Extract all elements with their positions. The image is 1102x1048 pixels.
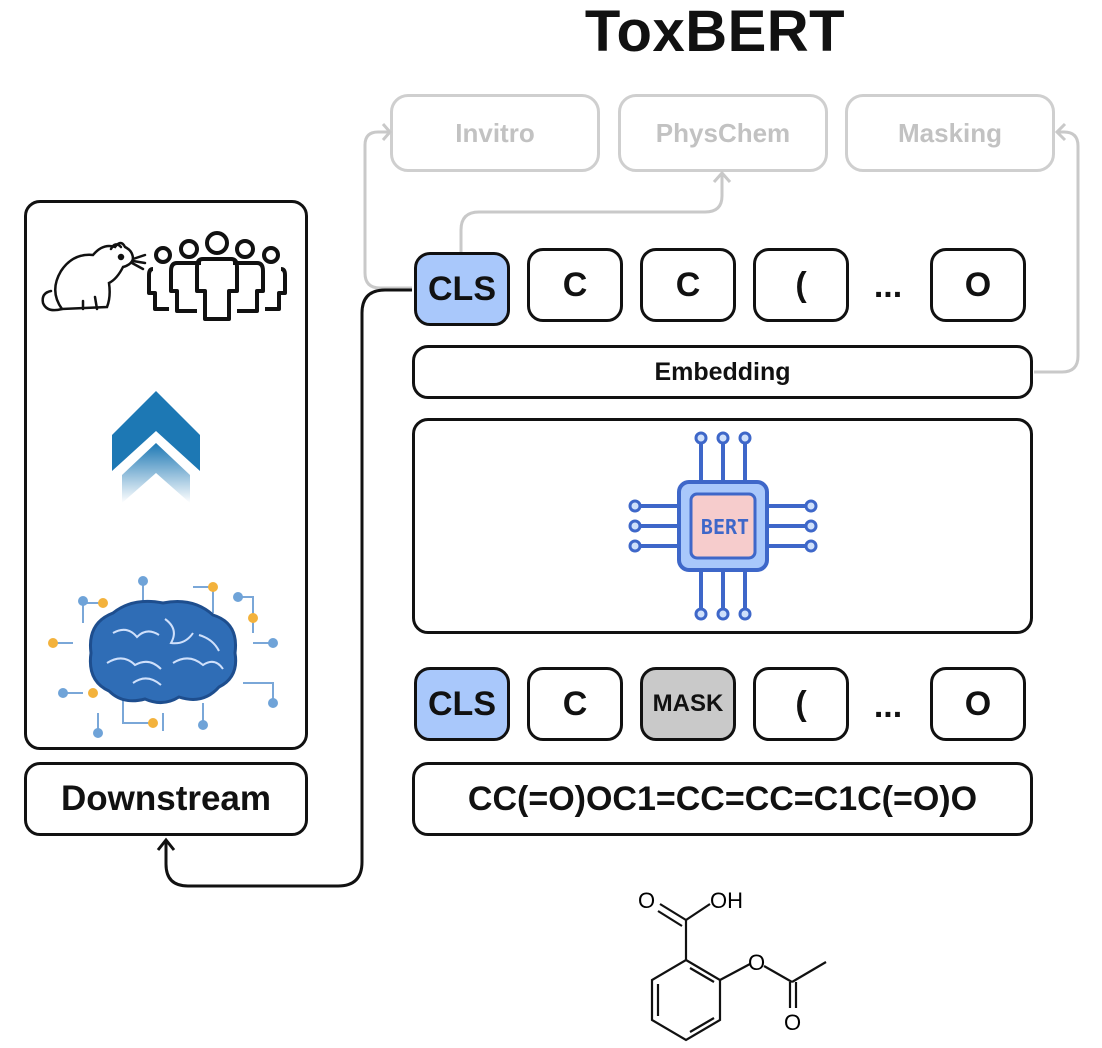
molecule-label-o-ester: O (748, 950, 765, 975)
molecule-label-o-top: O (638, 888, 655, 913)
input-token-mask: MASK (640, 667, 736, 741)
head-physchem: PhysChem (618, 94, 828, 172)
output-token-cls: CLS (414, 252, 510, 326)
output-token-o: O (930, 248, 1026, 322)
output-token-c2: C (640, 248, 736, 322)
diagram-title: ToxBERT (584, 0, 846, 64)
brain-network-icon (48, 576, 278, 738)
downstream-label: Downstream (24, 762, 308, 836)
molecule-label-oh: OH (710, 888, 743, 913)
upward-chevron-icon (112, 391, 200, 503)
bert-chip-label: BERT (700, 515, 750, 539)
input-token-o: O (930, 667, 1026, 741)
arrow-cls-to-downstream (164, 288, 412, 888)
molecule-structure: O OH O O (638, 888, 827, 1042)
input-token-paren: ( (753, 667, 849, 741)
bert-chip-icon (628, 431, 817, 621)
bert-encoder-box: BERT (412, 418, 1033, 634)
people-group-icon (147, 231, 287, 321)
arrow-cls-to-physchem (459, 174, 724, 252)
head-masking: Masking (845, 94, 1055, 172)
molecule-label-o-bottom: O (784, 1010, 801, 1035)
output-token-ellipsis: ... (873, 267, 903, 305)
output-token-c1: C (527, 248, 623, 322)
output-token-paren: ( (753, 248, 849, 322)
embedding-layer: Embedding (412, 345, 1033, 399)
arrow-cls-to-invitro (363, 130, 412, 290)
head-invitro: Invitro (390, 94, 600, 172)
downstream-panel (24, 200, 308, 750)
arrow-embedding-to-masking (1034, 130, 1080, 374)
input-token-c: C (527, 667, 623, 741)
input-token-cls: CLS (414, 667, 510, 741)
mouse-icon (41, 241, 147, 312)
smiles-input: CC(=O)OC1=CC=CC=C1C(=O)O (412, 762, 1033, 836)
input-token-ellipsis: ... (873, 687, 903, 725)
